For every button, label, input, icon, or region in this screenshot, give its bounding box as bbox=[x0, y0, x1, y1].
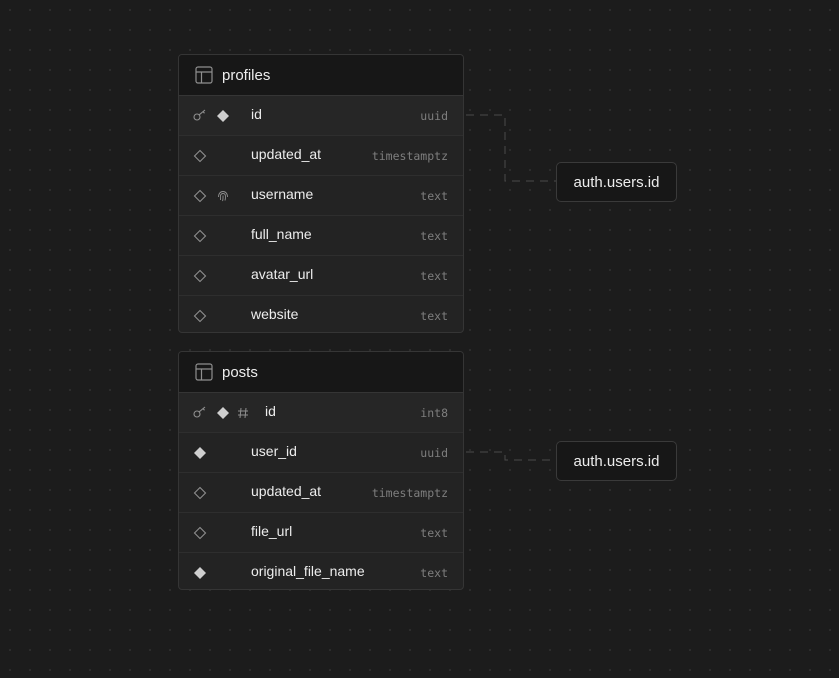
column-row-file-url[interactable]: file_url text bbox=[179, 513, 463, 553]
column-row-avatar-url[interactable]: avatar_url text bbox=[179, 256, 463, 296]
column-row-original-file-name[interactable]: original_file_name text bbox=[179, 553, 463, 589]
column-name: full_name bbox=[251, 226, 312, 242]
column-row-full-name[interactable]: full_name text bbox=[179, 216, 463, 256]
column-type: uuid bbox=[420, 109, 448, 123]
non-nullable-diamond-icon bbox=[193, 566, 207, 580]
column-row-username[interactable]: username text bbox=[179, 176, 463, 216]
column-name: avatar_url bbox=[251, 266, 314, 282]
column-row-user-id[interactable]: user_id uuid bbox=[179, 433, 463, 473]
nullable-diamond-icon bbox=[193, 486, 207, 500]
column-type: timestamptz bbox=[371, 149, 448, 163]
table-icon bbox=[195, 363, 213, 381]
non-nullable-diamond-icon bbox=[193, 446, 207, 460]
nullable-diamond-icon bbox=[193, 309, 207, 323]
reference-node-auth-users-id[interactable]: auth.users.id bbox=[556, 162, 677, 202]
reference-label: auth.users.id bbox=[573, 173, 660, 191]
column-name: file_url bbox=[251, 523, 293, 539]
nullable-diamond-icon bbox=[193, 269, 207, 283]
table-header[interactable]: profiles bbox=[179, 55, 463, 96]
column-row-updated-at[interactable]: updated_at timestamptz bbox=[179, 473, 463, 513]
column-row-updated-at[interactable]: updated_at timestamptz bbox=[179, 136, 463, 176]
profiles-id-connector bbox=[466, 114, 556, 182]
reference-label: auth.users.id bbox=[573, 452, 660, 470]
primary-key-icon bbox=[193, 109, 209, 121]
table-icon bbox=[195, 66, 213, 84]
column-type: text bbox=[420, 526, 448, 540]
column-type: text bbox=[420, 566, 448, 580]
column-name: website bbox=[251, 306, 299, 322]
nullable-diamond-icon bbox=[193, 526, 207, 540]
column-type: text bbox=[420, 269, 448, 283]
primary-key-icon bbox=[193, 406, 209, 418]
column-name: id bbox=[265, 403, 276, 419]
column-type: timestamptz bbox=[371, 486, 448, 500]
nullable-diamond-icon bbox=[193, 149, 207, 163]
column-name: updated_at bbox=[251, 483, 322, 499]
nullable-diamond-icon bbox=[193, 189, 207, 203]
non-nullable-diamond-icon bbox=[216, 406, 230, 420]
column-type: uuid bbox=[420, 446, 448, 460]
column-name: username bbox=[251, 186, 314, 202]
table-title: posts bbox=[222, 363, 258, 381]
column-name: id bbox=[251, 106, 262, 122]
column-name: updated_at bbox=[251, 146, 322, 162]
reference-node-auth-users-id[interactable]: auth.users.id bbox=[556, 441, 677, 481]
table-header[interactable]: posts bbox=[179, 352, 463, 393]
non-nullable-diamond-icon bbox=[216, 109, 230, 123]
posts-user-id-connector bbox=[466, 451, 556, 461]
column-type: int8 bbox=[420, 406, 448, 420]
column-type: text bbox=[420, 309, 448, 323]
column-type: text bbox=[420, 189, 448, 203]
identity-hash-icon bbox=[236, 406, 250, 420]
column-row-website[interactable]: website text bbox=[179, 296, 463, 332]
column-row-id[interactable]: id uuid bbox=[179, 96, 463, 136]
table-card-profiles[interactable]: profiles id uuid updated_at timestamptz … bbox=[178, 54, 464, 333]
table-title: profiles bbox=[222, 66, 271, 84]
column-type: text bbox=[420, 229, 448, 243]
column-row-id[interactable]: id int8 bbox=[179, 393, 463, 433]
column-name: original_file_name bbox=[251, 563, 365, 579]
table-card-posts[interactable]: posts id int8 user_id uuid updated_at ti… bbox=[178, 351, 464, 590]
fingerprint-icon bbox=[216, 189, 230, 203]
nullable-diamond-icon bbox=[193, 229, 207, 243]
column-name: user_id bbox=[251, 443, 297, 459]
